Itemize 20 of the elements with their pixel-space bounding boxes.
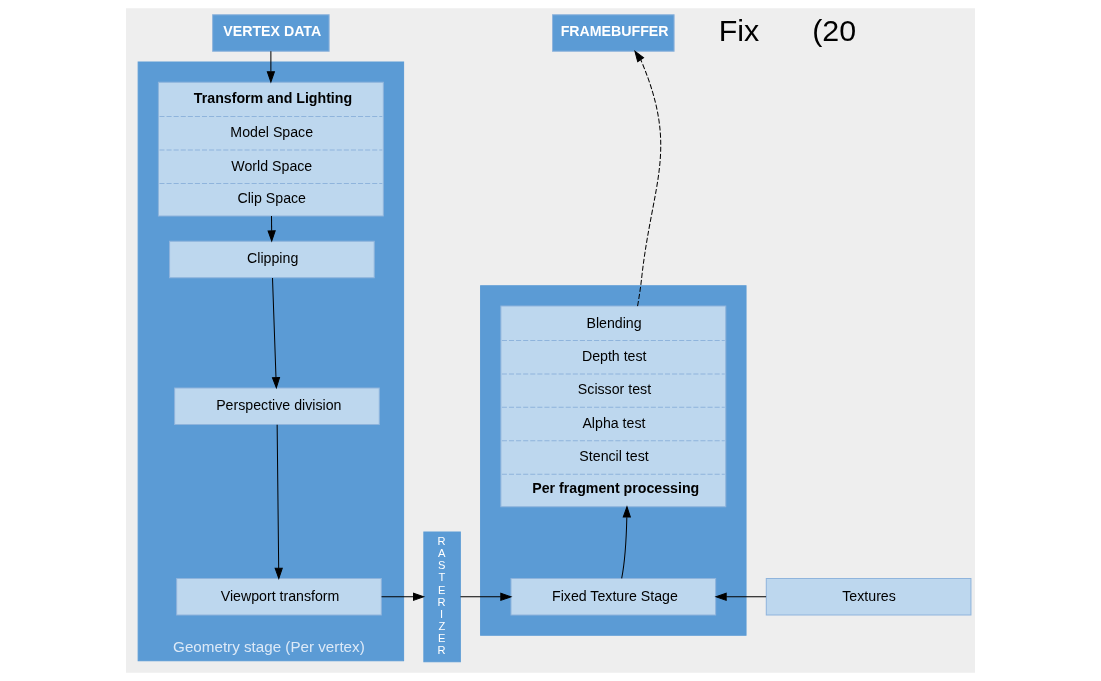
label: Fix [718,12,760,47]
arrow [267,215,276,243]
node-box: Clipping [169,240,375,279]
arrow [634,50,662,307]
node-box: Viewport transform [176,578,382,616]
arrow [274,424,283,580]
arrow [271,277,281,390]
arrow [266,50,276,84]
cluster [480,285,747,636]
node-box: Perspective division [174,387,380,426]
arrow [621,505,632,579]
node-box: VERTEX DATA [212,14,330,52]
node-box: Textures [765,578,972,616]
arrow [714,592,767,602]
node-box: Fixed Texture Stage [510,578,717,616]
node-box: RASTERIZER [423,531,461,663]
label: (20 [812,12,857,47]
node-box: FRAMEBUFFER [552,14,675,52]
arrow [459,592,513,602]
arrow [381,592,426,602]
